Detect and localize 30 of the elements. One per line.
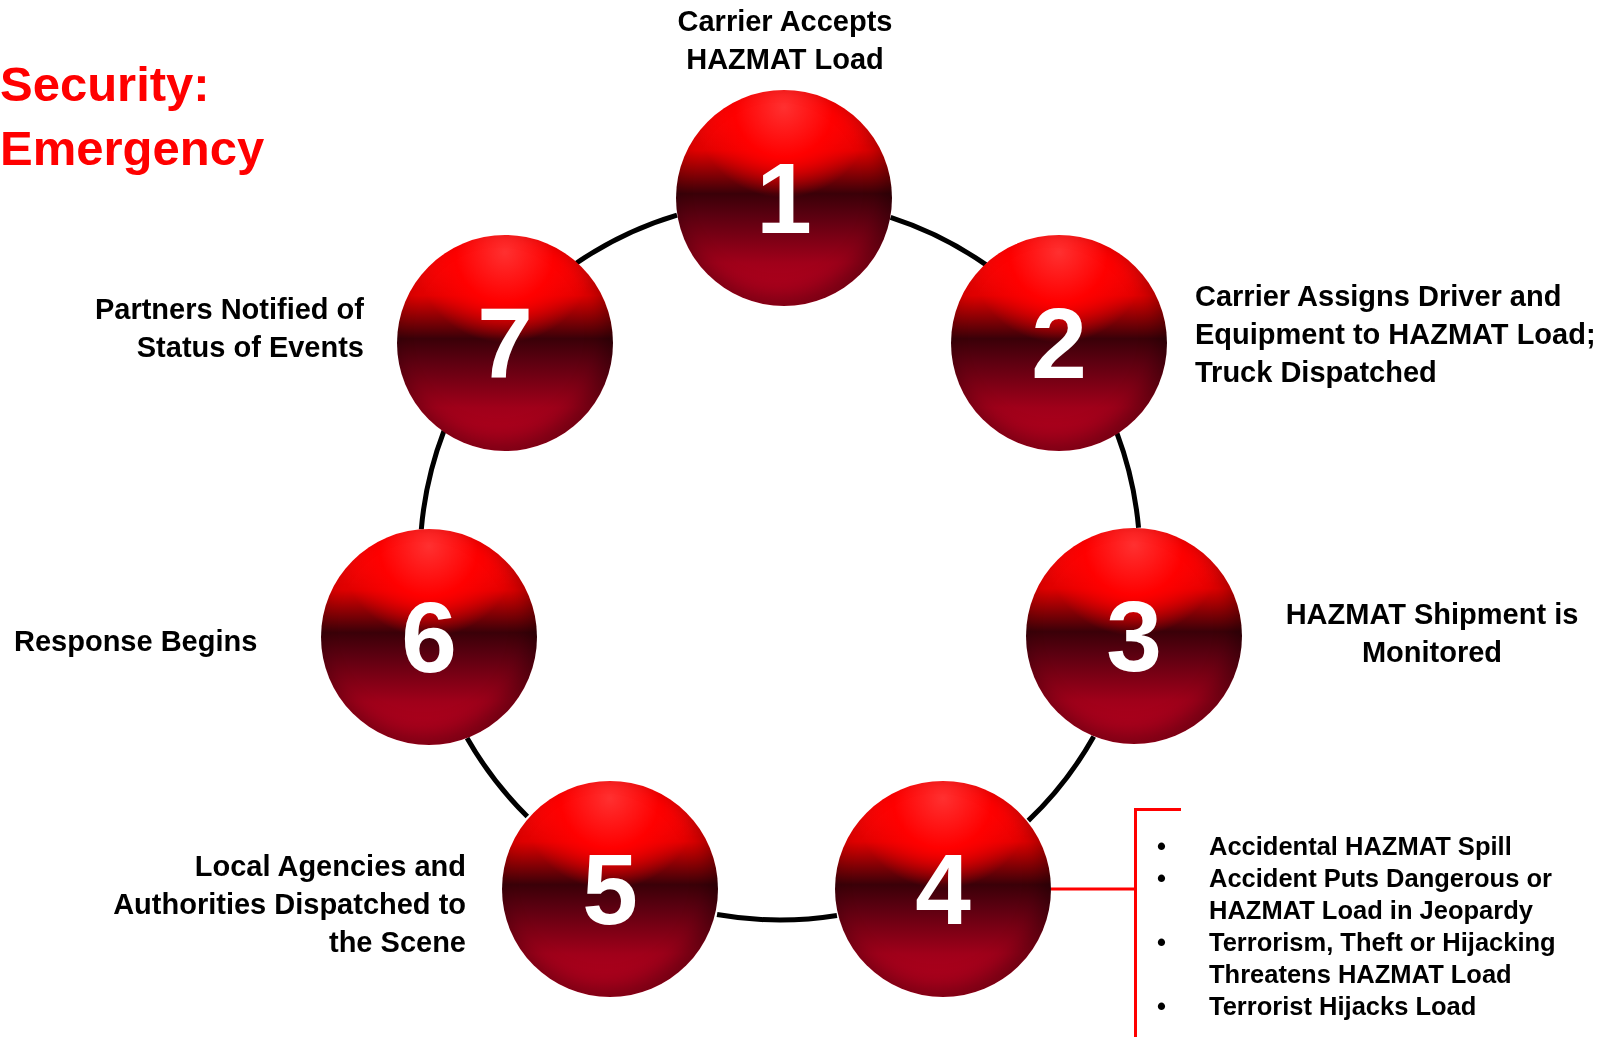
- bullet-mark: •: [1157, 831, 1166, 862]
- ring-arc: [464, 736, 530, 819]
- bullet-mark: •: [1157, 991, 1166, 1022]
- step-label: Local Agencies and Authorities Dispatched to the Scene: [112, 849, 466, 960]
- ring-arc: [1026, 735, 1096, 823]
- step-label: Response Begins: [14, 624, 259, 659]
- step-label: HAZMAT Shipment is Monitored: [1284, 597, 1580, 670]
- step-number: 1: [756, 148, 812, 248]
- step-label: Carrier Accepts HAZMAT Load: [676, 4, 894, 77]
- title: Security: Emergency: [0, 56, 266, 177]
- bullet-item: Terrorism, Theft or Hijacking Threatens HAZMAT Load: [1209, 927, 1557, 990]
- ring-arc: [716, 911, 838, 923]
- bullet-mark: •: [1157, 863, 1166, 894]
- step-label: Carrier Assigns Driver and Equipment to HAZMAT Load; Truck Dispatched: [1195, 279, 1597, 390]
- step-label: Partners Notified of Status of Events: [93, 292, 364, 365]
- step-number: 2: [1031, 293, 1087, 393]
- step-number: 5: [582, 839, 638, 939]
- ring-arc: [418, 430, 447, 530]
- ring-arc: [574, 212, 678, 266]
- ring-arc: [1114, 432, 1142, 529]
- connector-line: [1051, 887, 1134, 891]
- step-number: 7: [477, 293, 533, 393]
- bullet-item: Terrorist Hijacks Load: [1209, 991, 1478, 1022]
- step-number: 6: [401, 587, 457, 687]
- bullet-item: Accident Puts Dangerous or HAZMAT Load in Jeopardy: [1209, 863, 1553, 926]
- step-number: 4: [915, 839, 971, 939]
- bullet-item: Accidental HAZMAT Spill: [1209, 831, 1513, 862]
- step-number: 3: [1106, 586, 1162, 686]
- ring-arc: [889, 215, 988, 267]
- bullet-mark: •: [1157, 927, 1166, 958]
